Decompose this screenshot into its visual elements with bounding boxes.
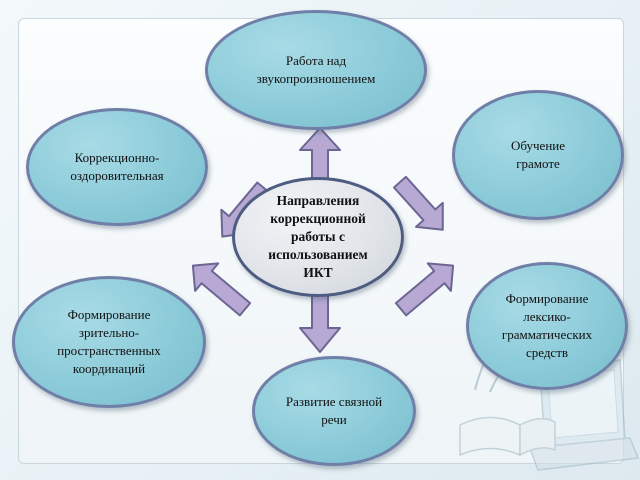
node-label-line: лексико- xyxy=(523,309,571,324)
center-label-line: ИКТ xyxy=(303,265,333,280)
arrow-upper-right xyxy=(392,175,444,231)
node-label-line: оздоровительная xyxy=(70,168,164,183)
center-label-line: Направления xyxy=(276,193,360,208)
node-visual-spatial: Формирование зрительно- пространственных… xyxy=(12,276,206,408)
node-coherent-speech: Развитие связной речи xyxy=(252,356,416,466)
node-label-line: звукопроизношением xyxy=(256,71,376,86)
node-label-line: Формирование xyxy=(67,307,151,322)
node-sound-pronunciation: Работа над звукопроизношением xyxy=(205,10,427,130)
arrow-lower-right xyxy=(394,262,455,317)
node-label-line: зрительно- xyxy=(78,325,140,340)
node-label-line: грамоте xyxy=(516,156,560,171)
center-node: Направления коррекционной работы с испол… xyxy=(232,177,404,297)
node-label-line: координаций xyxy=(72,361,146,376)
center-label-line: использованием xyxy=(268,247,368,262)
node-label-line: грамматических xyxy=(501,327,593,342)
node-literacy-teaching: Обучение грамоте xyxy=(452,90,624,220)
node-label-line: Развитие связной xyxy=(285,394,383,409)
node-label-line: средств xyxy=(525,345,569,360)
node-label-line: Коррекционно- xyxy=(74,150,160,165)
node-correction-health: Коррекционно- оздоровительная xyxy=(26,108,208,226)
node-lexical-grammar: Формирование лексико- грамматических сре… xyxy=(466,262,628,390)
arrow-up xyxy=(299,127,341,183)
node-label-line: речи xyxy=(321,412,347,427)
node-label-line: Формирование xyxy=(505,291,589,306)
node-label-line: Обучение xyxy=(511,138,565,153)
arrow-lower-left xyxy=(191,262,252,317)
center-label-line: коррекционной xyxy=(270,211,366,226)
node-label-line: пространственных xyxy=(57,343,161,358)
center-label-line: работы с xyxy=(291,229,345,244)
node-label-line: Работа над xyxy=(285,53,347,68)
arrow-down xyxy=(299,293,341,353)
